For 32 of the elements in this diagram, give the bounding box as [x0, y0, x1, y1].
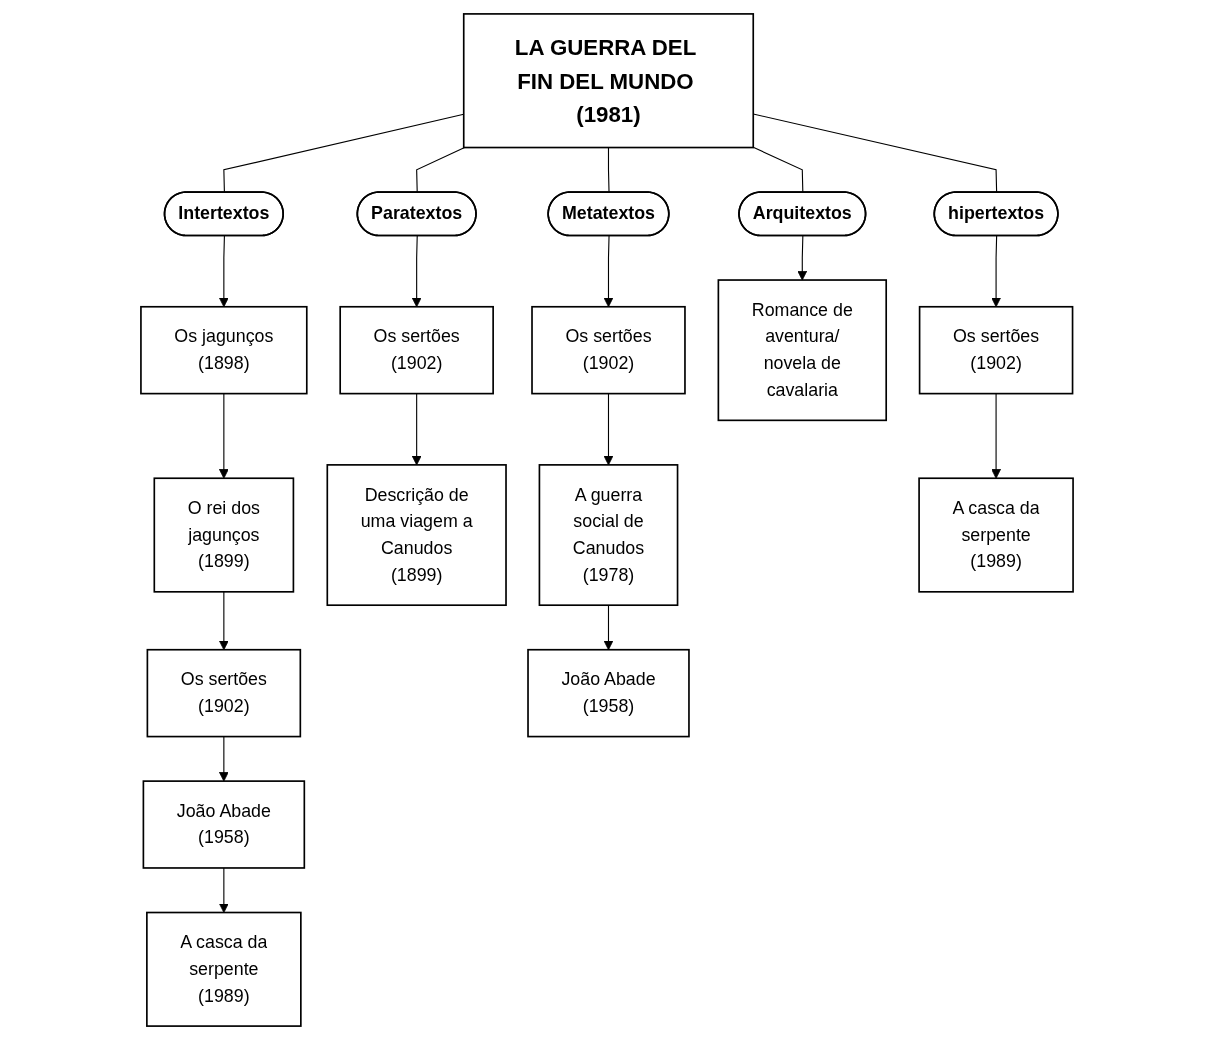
arrow [603, 604, 613, 650]
arrow [218, 590, 229, 650]
arrow [990, 235, 1001, 307]
node-box: A guerra social de Canudos (1978) [538, 463, 678, 606]
node-box: Os sertões (1902) [530, 305, 686, 394]
node-box: A casca da serpente (1989) [917, 476, 1074, 593]
node-box: João Abade (1958) [142, 779, 305, 869]
node-box: Os sertões (1902) [918, 305, 1073, 394]
node-box: Os sertões (1902) [338, 305, 494, 394]
node-box: Descrição de uma viagem a Canudos (1899) [325, 463, 507, 606]
arrow [218, 235, 229, 307]
node-box: LA GUERRA DEL FIN DEL MUNDO (1981) [462, 12, 754, 148]
connector [222, 113, 464, 193]
node-box: Os sertões (1902) [146, 648, 301, 737]
arrow [990, 392, 1001, 479]
arrow [603, 235, 613, 307]
arrow [603, 392, 613, 465]
arrow [218, 735, 229, 782]
connector [752, 112, 997, 193]
arrow [411, 392, 422, 465]
node-box: Os jagunços (1898) [139, 305, 308, 394]
node-box: O rei dos jagunços (1899) [152, 476, 294, 593]
arrow [411, 235, 422, 307]
connector [415, 146, 465, 193]
node-box: Romance de aventura/ novela de cavalaria [717, 278, 887, 421]
arrow [218, 392, 229, 479]
node-box: João Abade (1958) [526, 648, 690, 737]
node-box: A casca da serpente (1989) [145, 911, 302, 1027]
arrow [796, 235, 807, 280]
connector [607, 146, 610, 193]
connector [752, 146, 803, 193]
arrow [218, 866, 229, 913]
